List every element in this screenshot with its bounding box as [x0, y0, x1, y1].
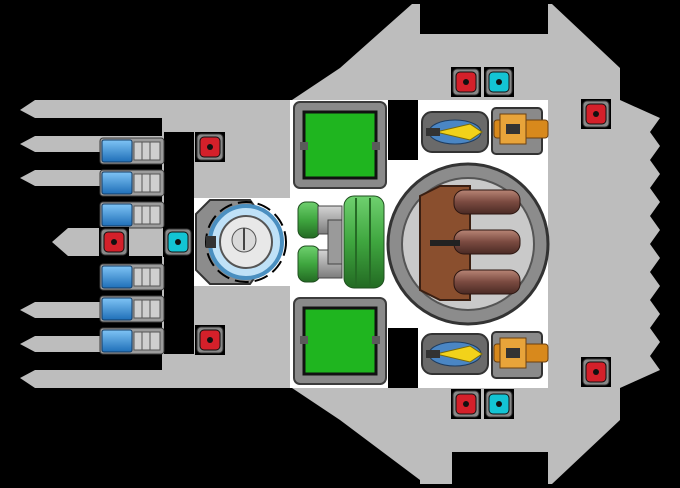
battery-cell-icon[interactable] [99, 263, 165, 291]
red-socket-icon[interactable] [451, 389, 481, 419]
battery-cell-icon[interactable] [99, 201, 165, 229]
cyan-socket-icon[interactable] [163, 227, 193, 257]
missile-launcher-bottom[interactable] [421, 333, 489, 375]
battery-cell-icon[interactable] [99, 295, 165, 323]
triple-barrel-turret-icon[interactable] [386, 162, 550, 326]
red-socket-icon[interactable] [581, 357, 611, 387]
laser-gun-top[interactable] [491, 107, 549, 155]
red-socket-icon[interactable] [195, 132, 225, 162]
cyan-socket-icon[interactable] [484, 389, 514, 419]
red-socket-icon[interactable] [581, 99, 611, 129]
missile-launcher-top[interactable] [421, 111, 489, 153]
engine-pipes-icon[interactable] [292, 195, 388, 289]
red-socket-icon[interactable] [195, 325, 225, 355]
room-top[interactable] [293, 101, 387, 189]
sockets [99, 67, 611, 419]
reactor-icon[interactable] [195, 199, 287, 285]
battery-cell-icon[interactable] [99, 169, 165, 197]
battery-bank [99, 137, 165, 355]
cyan-socket-icon[interactable] [484, 67, 514, 97]
laser-gun-bottom[interactable] [491, 331, 549, 379]
room-bottom[interactable] [293, 297, 387, 385]
battery-cell-icon[interactable] [99, 327, 165, 355]
battery-cell-icon[interactable] [99, 137, 165, 165]
red-socket-icon[interactable] [99, 227, 129, 257]
red-socket-icon[interactable] [451, 67, 481, 97]
